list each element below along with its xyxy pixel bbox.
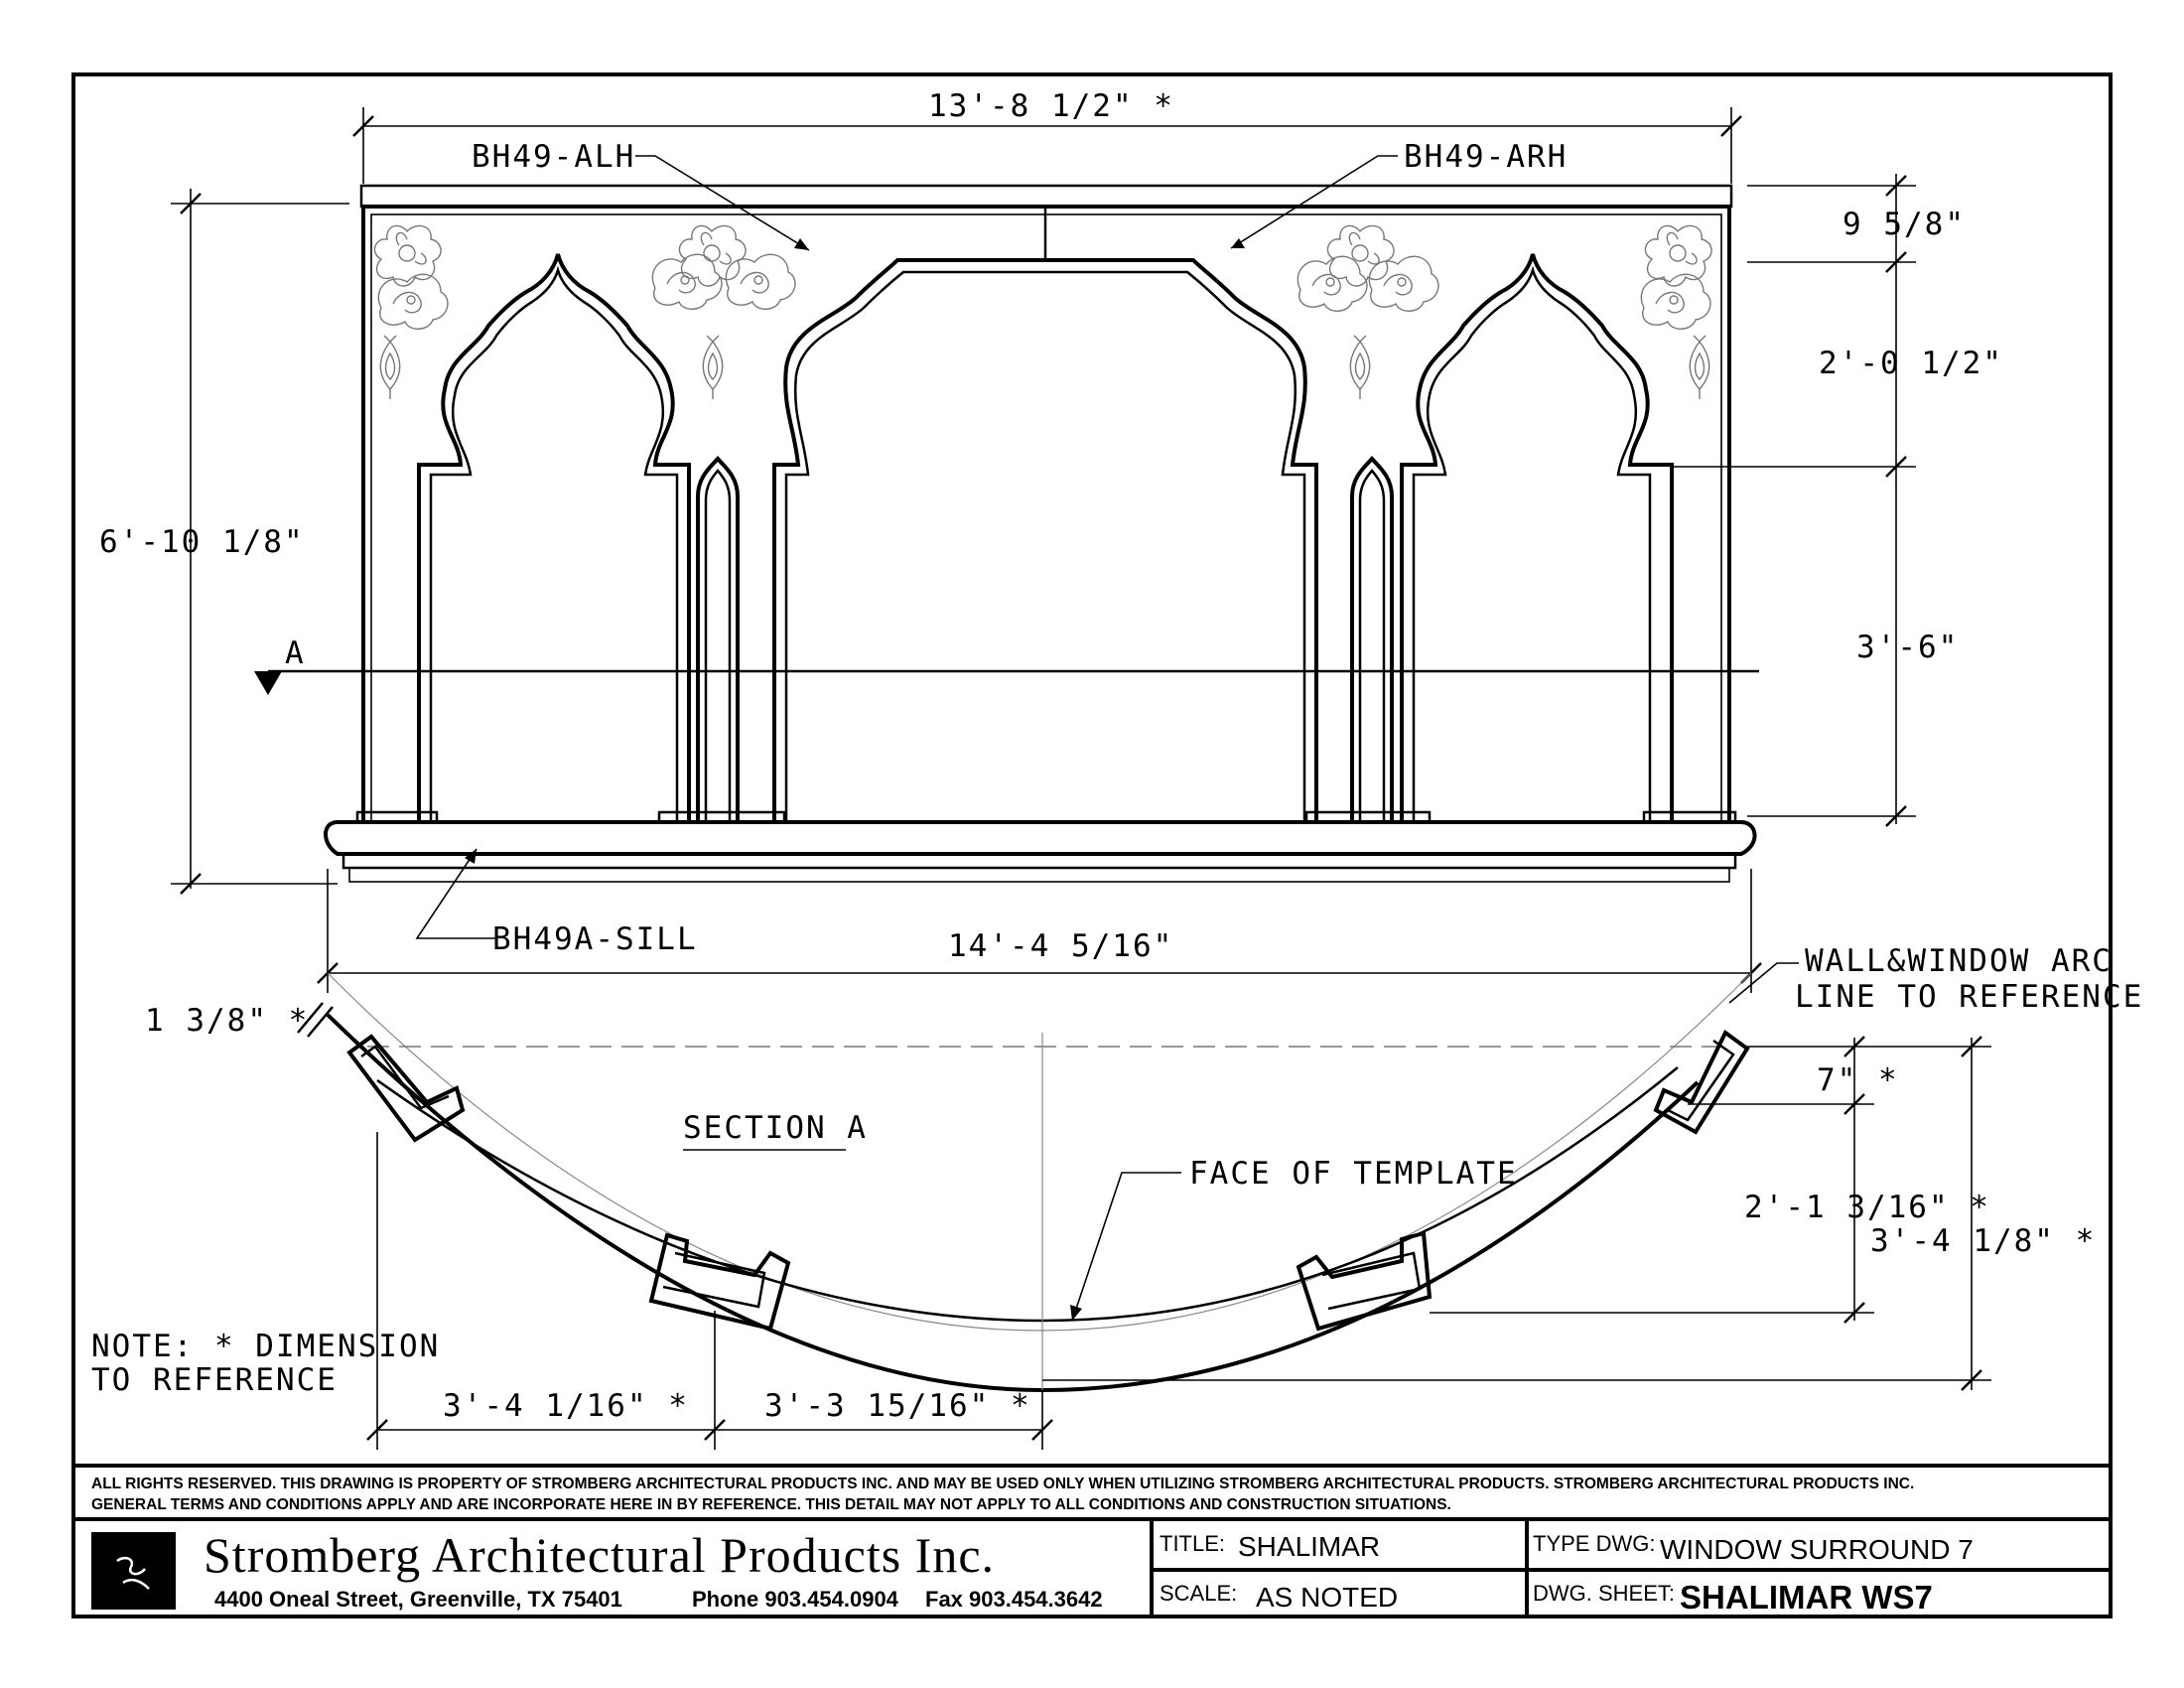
section-marker-icon (254, 671, 282, 695)
dim-wall-thickness: 1 3/8" * (145, 1003, 309, 1039)
legal-line-2: GENERAL TERMS AND CONDITIONS APPLY AND A… (91, 1496, 1451, 1513)
label-arc-line-2: LINE TO REFERENCE (1795, 979, 2143, 1015)
dim-depth-mid: 2'-1 3/16" * (1744, 1190, 1990, 1225)
arch-left (417, 253, 691, 822)
sheet-label: DWG. SHEET: (1533, 1581, 1675, 1606)
legal-line-1: ALL RIGHTS RESERVED. THIS DRAWING IS PRO… (91, 1476, 1914, 1492)
label-arc-line-1: WALL&WINDOW ARC (1805, 943, 2113, 979)
section-marker-label: A (285, 635, 306, 671)
stromberg-logo-icon (91, 1532, 176, 1610)
title-value: SHALIMAR (1238, 1531, 1380, 1562)
dim-depth-return: 7" * (1817, 1062, 1899, 1098)
type-value: WINDOW SURROUND 7 (1660, 1534, 1974, 1565)
template-inner-arc (376, 1066, 1679, 1323)
company-fax: Fax 903.454.3642 (925, 1587, 1103, 1612)
cornice-cap (359, 184, 1733, 209)
sheet-value: SHALIMAR WS7 (1680, 1579, 1933, 1616)
section-title: SECTION A (683, 1110, 868, 1146)
label-left-half: BH49-ALH (472, 139, 635, 175)
arch-center (772, 258, 1318, 822)
dim-cornice-height: 9 5/8" (1843, 207, 1966, 242)
section-a-plan: SECTION A FACE OF TEMPLATE WALL&WINDOW A… (91, 943, 2143, 1450)
label-face-of-template: FACE OF TEMPLATE (1189, 1156, 1518, 1192)
column-slot-left (696, 455, 740, 822)
surround-panel (361, 205, 1731, 824)
elevation-dimensions: 13'-8 1/2" * BH49-ALH BH49-ARH 6'-10 1/8… (99, 88, 2003, 993)
sill (324, 820, 1757, 856)
note-line-1: NOTE: * DIMENSION (91, 1329, 440, 1364)
type-label: TYPE DWG: (1533, 1531, 1655, 1556)
dim-depth-total: 3'-4 1/8" * (1870, 1223, 2096, 1259)
dim-jamb-height: 3'-6" (1856, 630, 1959, 665)
dim-arch-height: 2'-0 1/2" (1819, 346, 2003, 381)
company-name: Stromberg Architectural Products Inc. (204, 1527, 995, 1583)
note-line-2: TO REFERENCE (91, 1362, 338, 1398)
scale-value: AS NOTED (1256, 1582, 1398, 1613)
dim-chord-outer: 3'-4 1/16" * (443, 1388, 689, 1424)
arch-right (1400, 253, 1674, 822)
title-label: TITLE: (1160, 1531, 1225, 1556)
company-address: 4400 Oneal Street, Greenville, TX 75401 (214, 1587, 622, 1612)
label-sill: BH49A-SILL (492, 921, 698, 957)
label-right-half: BH49-ARH (1404, 139, 1568, 175)
dim-sill-width: 14'-4 5/16" (948, 928, 1173, 964)
dim-chord-inner: 3'-3 15/16" * (764, 1388, 1031, 1424)
elevation-view: A (254, 184, 1759, 883)
template-outer-arc (326, 1013, 1700, 1393)
column-slot-right (1350, 455, 1394, 822)
scale-label: SCALE: (1160, 1581, 1237, 1606)
sheet-border (71, 72, 2113, 1618)
company-phone: Phone 903.454.0904 (692, 1587, 899, 1612)
wall-window-arc (327, 972, 1752, 1332)
dim-overall-width: 13'-8 1/2" * (928, 88, 1174, 124)
dim-overall-height: 6'-10 1/8" (99, 524, 305, 560)
